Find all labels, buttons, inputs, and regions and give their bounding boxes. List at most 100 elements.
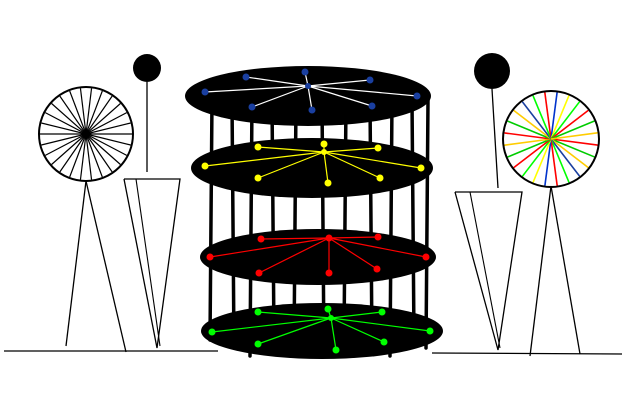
tier-dot: [332, 346, 340, 354]
tier-spoke: [257, 146, 325, 153]
tier-dot: [378, 308, 386, 316]
right-wheel-spoke: [504, 138, 552, 146]
tier-spoke: [330, 317, 337, 351]
right-wheel-spoke: [550, 132, 598, 140]
left-wheel-stand: [65, 180, 127, 353]
tier-dot: [242, 73, 250, 81]
left-wheel-icon: [38, 86, 134, 182]
right-wheel-spoke: [550, 138, 558, 186]
tier-dot: [201, 162, 209, 170]
right-wheel-spoke: [544, 138, 552, 186]
stack-tier: [201, 303, 443, 359]
tier-spoke: [204, 85, 309, 93]
left-wheel-spoke: [59, 133, 87, 173]
tier-spoke: [323, 151, 329, 184]
tier-hub: [328, 315, 334, 321]
left-stick-figure-icon: [133, 54, 161, 172]
left-wheel-spokes: [40, 88, 132, 180]
tier-spoke: [258, 237, 330, 274]
left-wheel-spoke: [51, 103, 87, 135]
left-wheel-spoke: [41, 133, 87, 146]
stack-tier: [191, 138, 433, 198]
right-wheel-stand: [529, 185, 581, 357]
tier-dot: [208, 328, 216, 336]
tier-spoke: [307, 79, 371, 87]
center-stack-icon: [185, 66, 443, 359]
left-wheel-spoke: [85, 103, 121, 135]
tier-dot: [254, 340, 262, 348]
tier-dot: [325, 269, 333, 277]
tier-dot: [257, 235, 265, 243]
left-wheel-spoke: [85, 95, 113, 135]
right-wheel-spoke: [550, 138, 581, 177]
tier-dot: [254, 174, 262, 182]
tier-dot: [380, 338, 388, 346]
tier-spoke: [330, 317, 431, 332]
right-wheel-spoke: [504, 132, 552, 140]
right-wheel-spoke: [550, 101, 581, 140]
tier-spoke: [211, 317, 332, 333]
tier-dot: [426, 327, 434, 335]
tier-spoke: [328, 237, 427, 258]
tier-spoke: [245, 76, 309, 87]
right-wheel-spoke: [550, 138, 598, 146]
right-open-box-icon: [454, 191, 523, 351]
left-wheel-spoke: [85, 133, 128, 156]
left-wheel-spoke: [51, 133, 87, 165]
tier-dot: [324, 305, 332, 313]
tier-dot: [320, 140, 328, 148]
tier-dot: [373, 265, 381, 273]
tier-dot: [254, 308, 262, 316]
right-wheel-spoke: [550, 109, 589, 140]
stack-pole: [230, 98, 236, 350]
right-wheel-spoke: [521, 101, 552, 140]
tier-dot: [376, 174, 384, 182]
right-wheel-spoke: [513, 138, 552, 169]
stack-pole: [410, 98, 416, 342]
left-open-box-icon: [123, 178, 181, 349]
tier-dot: [368, 102, 376, 110]
tier-disc: [185, 66, 431, 126]
right-wheel-spoke: [513, 109, 552, 140]
tier-spoke: [209, 237, 330, 258]
right-wheel-spoke: [550, 138, 589, 169]
right-wheel-spoke: [507, 138, 552, 158]
tier-disc: [200, 229, 436, 285]
tier-dot: [324, 179, 332, 187]
left-wheel-spoke: [44, 133, 87, 156]
tier-dot: [308, 106, 316, 114]
right-wheel-spoke: [550, 138, 570, 183]
stack-pole: [208, 98, 214, 342]
tier-spoke: [330, 311, 383, 319]
right-wheel-spoke: [532, 95, 552, 140]
tier-spoke: [307, 85, 418, 97]
left-wheel-spoke: [69, 90, 87, 135]
left-wheel-spoke: [85, 122, 131, 135]
right-wheel-icon: [502, 90, 600, 188]
tier-spoke: [323, 147, 379, 153]
right-wheel-spoke: [550, 138, 595, 158]
left-wheel-spoke: [85, 90, 103, 135]
left-wheel-spoke: [85, 133, 113, 173]
right-wheel-spoke: [550, 92, 558, 140]
tier-dot: [206, 253, 214, 261]
left-wheel-spoke: [69, 133, 87, 178]
left-wheel-spoke: [85, 133, 121, 165]
right-wheel-spoke: [544, 92, 552, 140]
tier-dot: [254, 143, 262, 151]
tier-spoke: [257, 317, 332, 345]
tier-spoke: [260, 237, 330, 240]
tier-spoke: [328, 236, 379, 239]
left-wheel-spoke: [79, 88, 87, 135]
stack-tiers: [185, 66, 443, 359]
tier-spoke: [251, 85, 309, 108]
left-wheel-spoke: [85, 88, 93, 135]
left-wheel-spoke: [85, 133, 93, 180]
tier-hub: [305, 83, 311, 89]
tier-hub: [321, 149, 327, 155]
tier-dot: [422, 253, 430, 261]
tier-dot: [255, 269, 263, 277]
left-wheel-spoke: [85, 112, 128, 135]
tier-dot: [201, 88, 209, 96]
